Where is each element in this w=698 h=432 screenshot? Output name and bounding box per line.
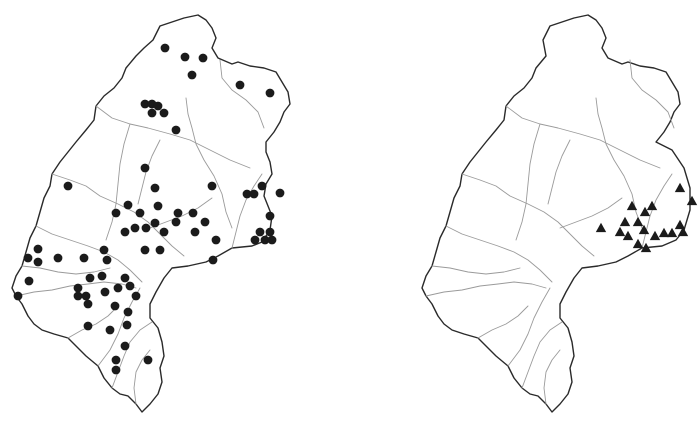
location-dot <box>140 245 150 255</box>
location-triangle <box>632 216 644 227</box>
marker-layer <box>595 182 698 253</box>
location-triangle <box>614 226 626 237</box>
location-dot <box>24 276 34 286</box>
location-dot <box>198 53 208 63</box>
location-dot <box>150 218 160 228</box>
location-triangle <box>595 222 607 233</box>
location-dot <box>81 291 91 301</box>
location-dot <box>111 208 121 218</box>
location-triangle <box>638 224 650 235</box>
location-dot <box>53 253 63 263</box>
location-dot <box>63 181 73 191</box>
location-triangle <box>640 242 652 253</box>
location-dot <box>242 189 252 199</box>
location-dot <box>105 325 115 335</box>
location-dot <box>125 281 135 291</box>
location-dot <box>250 235 260 245</box>
location-dot <box>79 253 89 263</box>
location-dot <box>265 211 275 221</box>
location-dot <box>100 287 110 297</box>
location-dot <box>97 271 107 281</box>
location-dot <box>73 291 83 301</box>
location-dot <box>147 108 157 118</box>
location-dot <box>235 80 245 90</box>
location-triangle <box>666 227 678 238</box>
location-triangle <box>686 195 698 206</box>
location-dot <box>113 283 123 293</box>
location-dot <box>99 245 109 255</box>
location-dot <box>110 301 120 311</box>
location-dot <box>180 52 190 62</box>
location-dot <box>260 235 270 245</box>
location-triangle <box>658 227 670 238</box>
location-dot <box>265 227 275 237</box>
location-dot <box>120 273 130 283</box>
right-map <box>421 14 698 413</box>
location-dot <box>102 255 112 265</box>
marker-layer <box>13 43 285 375</box>
location-dot <box>120 227 130 237</box>
location-triangle <box>646 200 658 211</box>
location-dot <box>255 227 265 237</box>
location-triangle <box>632 238 644 249</box>
region-outline <box>421 14 691 413</box>
location-triangle <box>674 219 686 230</box>
location-dot <box>123 200 133 210</box>
location-dot <box>153 201 163 211</box>
location-dot <box>150 183 160 193</box>
location-dot <box>267 235 277 245</box>
location-dot <box>83 321 93 331</box>
location-dot <box>187 70 197 80</box>
location-dot <box>135 208 145 218</box>
location-dot <box>123 307 133 317</box>
location-dot <box>111 365 121 375</box>
location-dot <box>159 108 169 118</box>
location-dot <box>155 245 165 255</box>
location-triangle <box>619 216 631 227</box>
location-dot <box>131 291 141 301</box>
location-dot <box>33 257 43 267</box>
location-dot <box>141 223 151 233</box>
location-dot <box>160 43 170 53</box>
location-triangle <box>677 226 689 237</box>
location-dot <box>249 189 259 199</box>
location-triangle <box>674 182 686 193</box>
location-dot <box>188 208 198 218</box>
location-dot <box>143 355 153 365</box>
location-dot <box>211 235 221 245</box>
location-triangle <box>639 206 651 217</box>
location-dot <box>130 223 140 233</box>
location-dot <box>200 217 210 227</box>
location-dot <box>159 227 169 237</box>
location-dot <box>257 181 267 191</box>
location-dot <box>140 99 150 109</box>
location-dot <box>140 163 150 173</box>
location-dot <box>111 355 121 365</box>
location-dot <box>13 291 23 301</box>
location-dot <box>85 273 95 283</box>
left-map <box>11 14 291 413</box>
location-dot <box>190 227 200 237</box>
location-triangle <box>622 230 634 241</box>
location-triangle <box>626 200 638 211</box>
location-dot <box>208 255 218 265</box>
location-dot <box>83 299 93 309</box>
location-dot <box>120 341 130 351</box>
location-dot <box>265 88 275 98</box>
location-dot <box>275 188 285 198</box>
location-dot <box>171 125 181 135</box>
location-dot <box>33 244 43 254</box>
location-triangle <box>649 230 661 241</box>
region-outline <box>11 14 291 413</box>
location-dot <box>23 253 33 263</box>
location-dot <box>173 208 183 218</box>
location-dot <box>122 320 132 330</box>
location-dot <box>153 101 163 111</box>
location-dot <box>171 217 181 227</box>
location-dot <box>73 283 83 293</box>
location-dot <box>207 181 217 191</box>
